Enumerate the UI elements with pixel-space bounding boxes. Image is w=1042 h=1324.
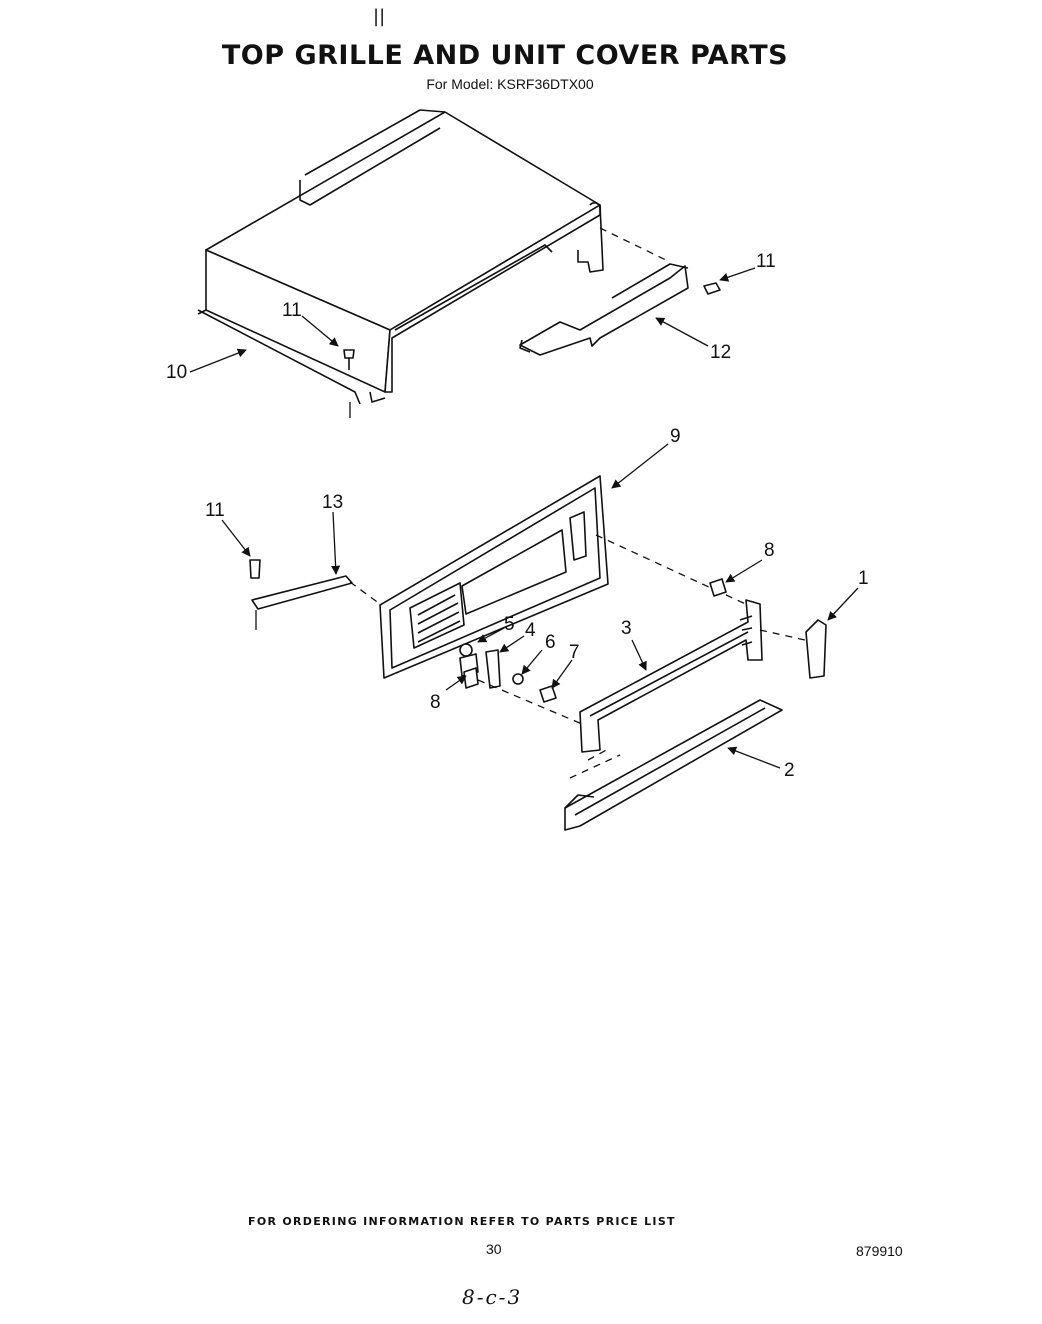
handwritten-note: 8-c-3 [462, 1285, 523, 1309]
callout-7: 7 [569, 642, 580, 663]
fastener-stack-drawing [459, 578, 727, 725]
callout-9: 9 [670, 426, 681, 447]
unit-cover-drawing [197, 109, 604, 418]
end-clip-drawing [805, 619, 827, 679]
screw-drawing-top-left [343, 349, 355, 370]
top-grille-drawing [379, 475, 751, 679]
callout-10: 10 [166, 362, 187, 383]
callout-1: 1 [858, 568, 869, 589]
top-mark: || [373, 6, 386, 27]
callout-4: 4 [525, 620, 536, 641]
page-number: 30 [486, 1241, 502, 1257]
page-title: TOP GRILLE AND UNIT COVER PARTS [221, 40, 789, 71]
callout-11-left: 11 [205, 500, 225, 521]
document-number: 879910 [856, 1243, 903, 1259]
brace-drawing [251, 575, 381, 630]
callout-8-left: 8 [430, 692, 441, 713]
callout-8-right: 8 [764, 540, 775, 561]
callout-11-top-right: 11 [756, 251, 776, 272]
screw-drawing-left [249, 559, 261, 579]
callout-12: 12 [710, 342, 731, 363]
callout-5: 5 [504, 614, 515, 635]
mounting-bracket-drawing [579, 599, 806, 753]
callout-6: 6 [545, 632, 556, 653]
model-subtitle: For Model: KSRF36DTX00 [426, 76, 594, 92]
screw-drawing-top-right [703, 282, 721, 295]
callout-3: 3 [621, 618, 632, 639]
trim-strip-drawing [564, 699, 783, 831]
ordering-info-note: FOR ORDERING INFORMATION REFER TO PARTS … [248, 1215, 676, 1228]
callout-13: 13 [322, 492, 343, 513]
leader-lines [189, 267, 859, 769]
cover-bracket-drawing [519, 227, 689, 356]
callout-11-top-left: 11 [282, 300, 302, 321]
callout-2: 2 [784, 760, 795, 781]
